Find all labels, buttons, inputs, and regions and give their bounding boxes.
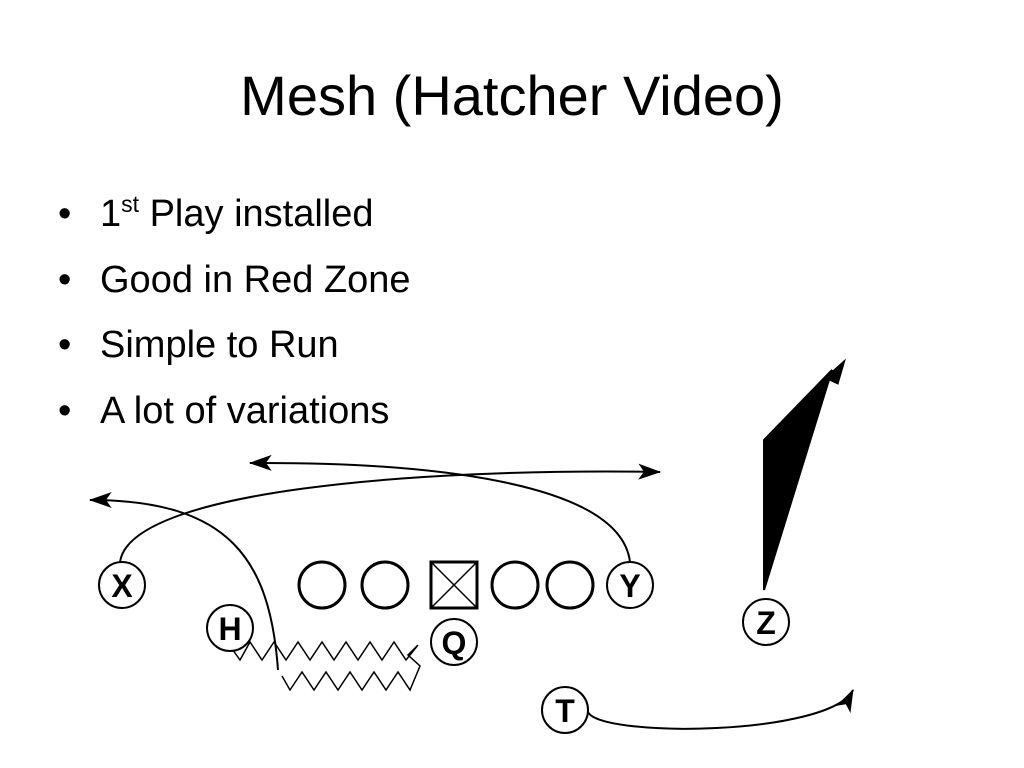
x-route — [119, 463, 662, 563]
lineman-circle — [545, 560, 595, 610]
player-t: T — [541, 686, 589, 734]
player-z: Z — [742, 598, 790, 646]
z-route-arrow — [824, 358, 846, 385]
center-crossed-square — [429, 560, 479, 610]
player-h: H — [206, 604, 254, 652]
t-route — [587, 688, 854, 730]
bullet-item-variations: • A lot of variations — [58, 379, 411, 445]
bullet-dot: • — [58, 193, 72, 235]
lineman-circle — [297, 560, 347, 610]
player-y: Y — [606, 561, 654, 609]
lineman-circle — [490, 560, 540, 610]
y-route — [248, 454, 631, 563]
player-label: Y — [619, 568, 640, 604]
h-route — [88, 492, 279, 671]
bullet-text-superscript: st — [121, 191, 140, 218]
player-label: H — [218, 611, 241, 647]
bullet-text: A lot of variations — [100, 389, 390, 432]
zigzag-path — [229, 640, 421, 692]
bullet-text: Simple to Run — [100, 324, 339, 366]
bullet-list: • 1st Play installed • Good in Red Zone • S… — [58, 182, 411, 444]
player-label: T — [555, 693, 575, 729]
player-label: Q — [442, 625, 467, 661]
bullet-dot: • — [58, 324, 72, 366]
bullet-text-number: 1 — [100, 193, 122, 235]
bullet-item-red-zone: • Good in Red Zone — [58, 248, 411, 314]
player-label: Z — [756, 605, 776, 641]
player-q: Q — [430, 618, 478, 666]
bullet-text-rest: Play installed — [139, 193, 374, 235]
bullet-text: Good in Red Zone — [100, 258, 411, 301]
slide-title: Mesh (Hatcher Video) — [240, 64, 784, 127]
z-route — [763, 369, 833, 591]
bullet-item-first-play: • 1st Play installed — [58, 182, 411, 248]
bullet-dot: • — [58, 258, 72, 301]
lineman-circle — [360, 560, 410, 610]
bullet-item-simple: • Simple to Run — [58, 313, 411, 379]
bullet-dot: • — [58, 389, 72, 432]
player-label: X — [111, 568, 133, 604]
player-x: X — [98, 561, 146, 609]
